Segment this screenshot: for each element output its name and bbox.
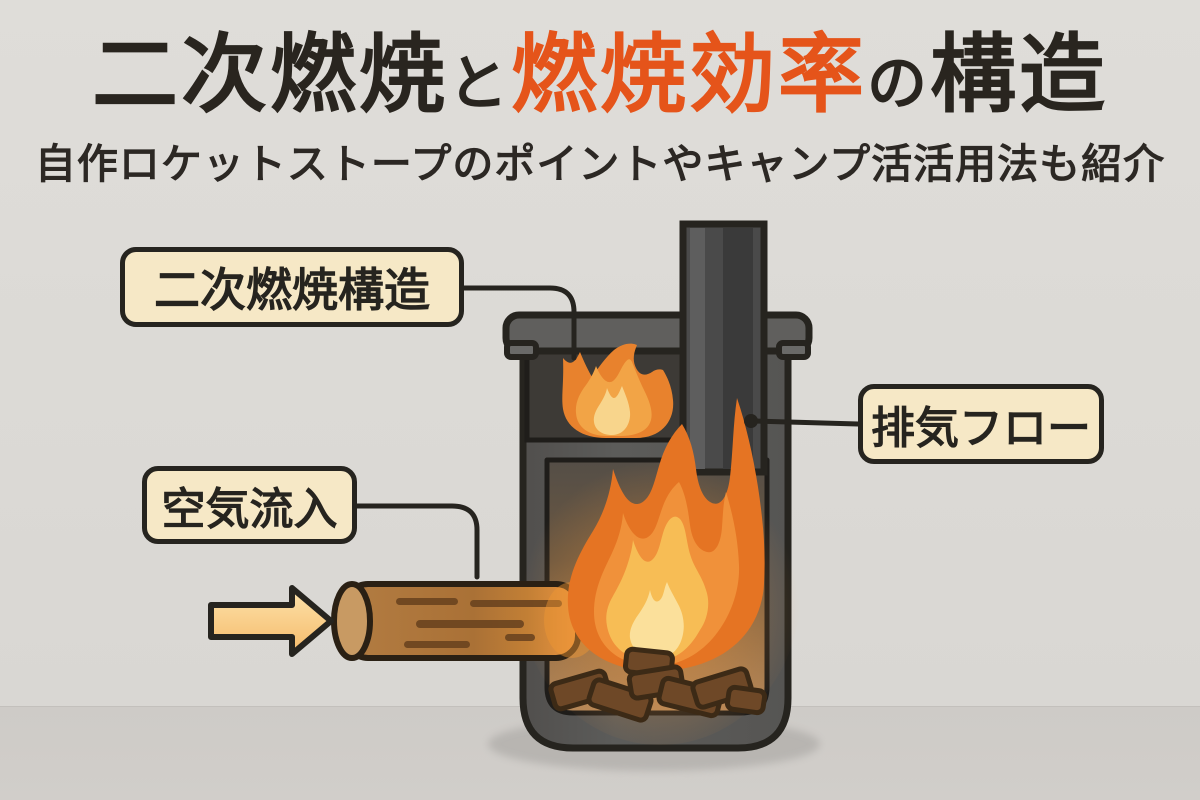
title-segment-1: 二次燃焼 <box>92 27 448 123</box>
leader-secondary-combustion <box>459 285 577 361</box>
title-highlight: 燃焼効率 <box>511 27 867 123</box>
wood-log <box>331 581 600 661</box>
page-title: 二次燃焼と燃焼効率の構造 <box>0 30 1200 120</box>
title-particle-2: の <box>867 50 930 117</box>
page-subtitle: 自作ロケットストープのポイントやキャンプ活活用法も紹介 <box>34 141 1166 188</box>
label-air-intake: 空気流入 <box>142 466 357 544</box>
leader-exhaust-dot <box>744 414 758 428</box>
label-secondary-combustion: 二次燃焼構造 <box>120 247 464 327</box>
chimney <box>679 220 768 476</box>
main-flame-icon <box>567 398 765 671</box>
title-segment-2: 構造 <box>930 27 1108 123</box>
fuel-chunks <box>548 646 768 723</box>
title-particle-1: と <box>448 50 511 117</box>
air-arrow-icon <box>208 585 334 657</box>
leader-exhaust-flow <box>751 418 861 427</box>
leader-lines <box>353 285 861 580</box>
label-exhaust-flow: 排気フロー <box>858 384 1104 464</box>
leader-air-intake <box>353 503 480 580</box>
secondary-flame-icon <box>562 343 674 438</box>
header: 二次燃焼と燃焼効率の構造 自作ロケットストープのポイントやキャンプ活活用法も紹介 <box>0 30 1200 190</box>
